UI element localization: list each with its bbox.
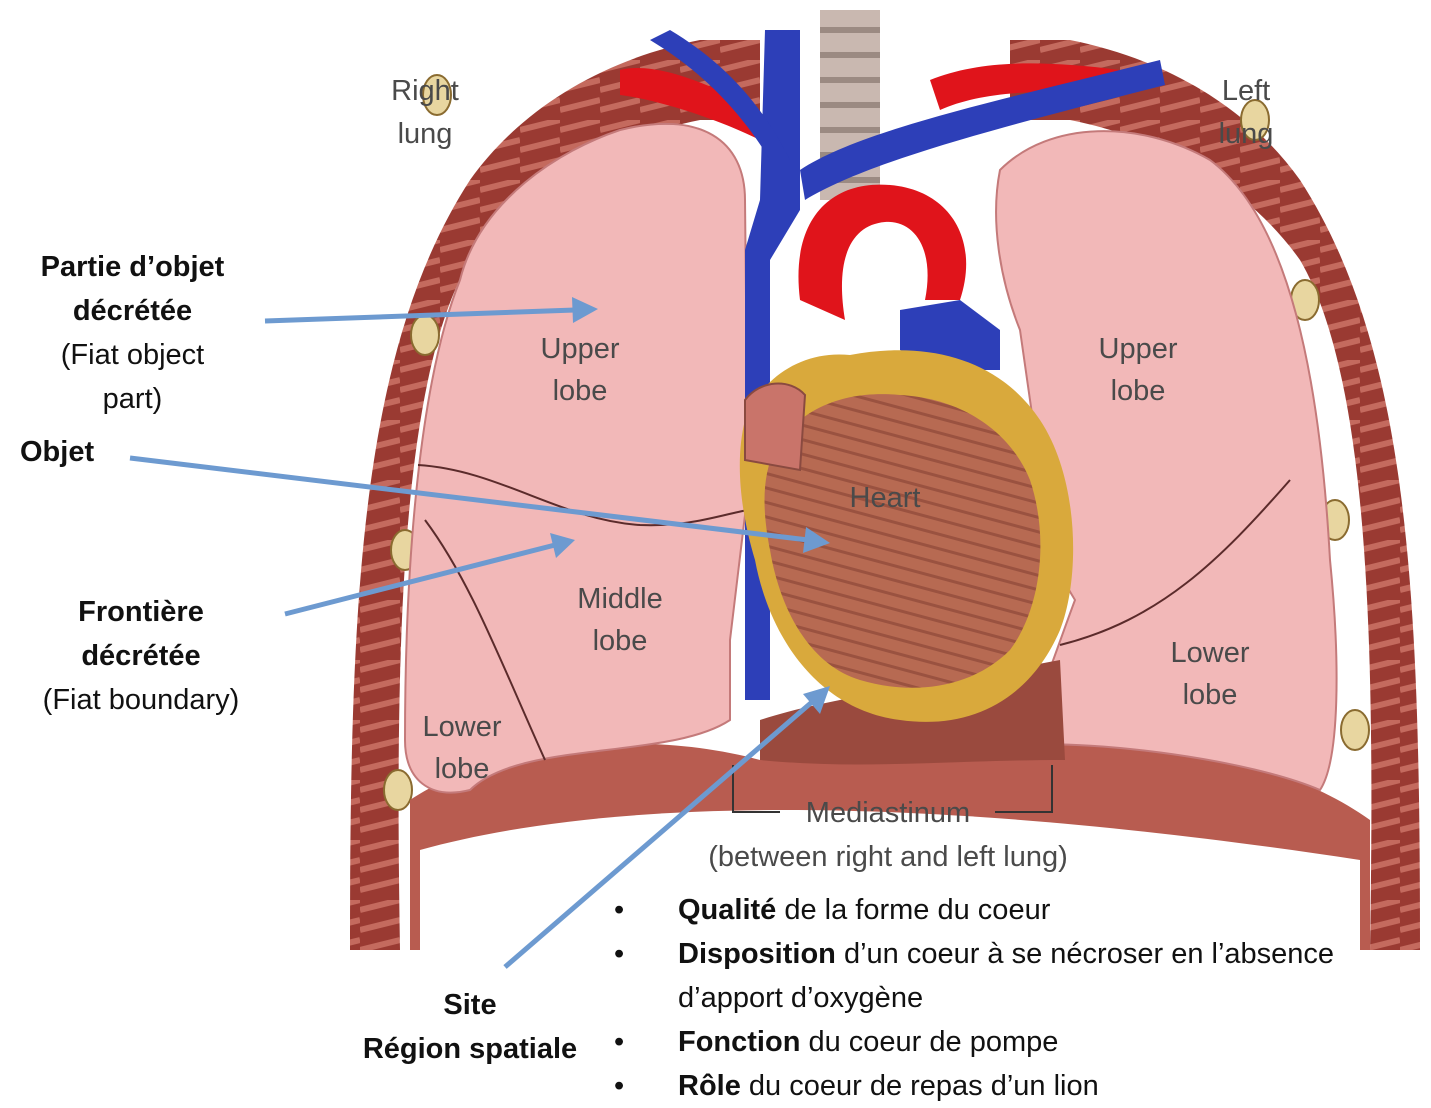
bullet-item: Fonction du coeur de pompe [612, 1020, 1422, 1064]
annotation-bold: Site [443, 989, 496, 1021]
bullet-item: Rôle du coeur de repas d’un lion [612, 1064, 1422, 1108]
label-left-lower-lobe: lobe [1183, 679, 1238, 711]
annotation-bold: Partie d’objet [41, 251, 225, 283]
annotation-fiat-boundary: Frontière décrétée (Fiat boundary) [0, 590, 282, 722]
label-heart: Heart [850, 482, 921, 514]
annotation-site: Site Région spatiale [340, 983, 600, 1071]
label-middle-lobe: lobe [593, 625, 648, 657]
annotation-object: Objet [20, 430, 94, 474]
annotation-bold: décrétée [81, 640, 200, 672]
annotation-fiat-object-part: Partie d’objet décrétée (Fiat object par… [0, 245, 265, 421]
annotation-bold: Frontière [78, 596, 204, 628]
label-left-lung: lung [1219, 118, 1274, 150]
bullet-keyword: Rôle [678, 1070, 741, 1102]
annotation-bold: décrétée [73, 295, 192, 327]
annotation-normal: (Fiat object [61, 339, 204, 371]
label-left-upper-lobe: lobe [1111, 375, 1166, 407]
bullet-keyword: Disposition [678, 938, 836, 970]
label-mediastinum-note: (between right and left lung) [708, 841, 1068, 873]
bullet-text: de la forme du coeur [776, 894, 1050, 926]
label-right-lung: Right [391, 75, 459, 107]
label-right-lung: lung [398, 118, 453, 150]
bullet-keyword: Fonction [678, 1026, 800, 1058]
bullet-keyword: Qualité [678, 894, 776, 926]
label-mediastinum: Mediastinum [806, 797, 970, 829]
label-left-lung: Left [1222, 75, 1270, 107]
bullet-item: Disposition d’un coeur à se nécroser en … [612, 932, 1422, 1020]
label-right-upper-lobe: Upper [541, 333, 620, 365]
bullet-list: Qualité de la forme du coeur Disposition… [612, 888, 1422, 1108]
label-right-lower-lobe: Lower [423, 711, 502, 743]
label-left-lower-lobe: Lower [1171, 637, 1250, 669]
label-right-upper-lobe: lobe [553, 375, 608, 407]
bullet-text: du coeur de pompe [800, 1026, 1058, 1058]
label-right-lower-lobe: lobe [435, 753, 490, 785]
annotation-bold: Objet [20, 436, 94, 468]
label-middle-lobe: Middle [577, 583, 662, 615]
bullet-item: Qualité de la forme du coeur [612, 888, 1422, 932]
label-left-upper-lobe: Upper [1099, 333, 1178, 365]
annotation-normal: part) [103, 383, 163, 415]
annotation-normal: (Fiat boundary) [43, 684, 240, 716]
annotation-bold: Région spatiale [363, 1033, 577, 1065]
bullet-text: du coeur de repas d’un lion [741, 1070, 1099, 1102]
